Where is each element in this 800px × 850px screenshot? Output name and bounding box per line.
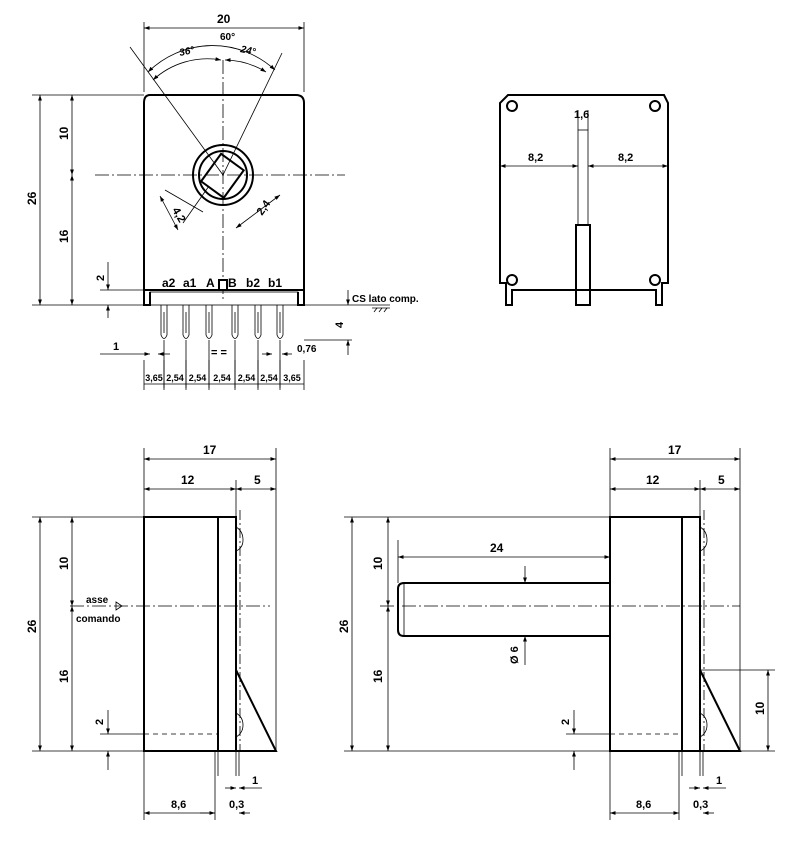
pin-label-A: A [206, 276, 215, 290]
pitch-label-1: 2,54 [166, 373, 184, 383]
dim-angle-total: 60° [220, 32, 235, 43]
left-body [143, 516, 219, 752]
dim-pin-offset: 1 [113, 341, 119, 353]
dim-right-total: 17 [668, 443, 682, 457]
dim-right-rear: 5 [718, 473, 725, 487]
axis-label-2: comando [76, 614, 120, 625]
dim-angle-right: 24° [238, 44, 257, 58]
side-view-right: 24 Ø 6 2 17 12 5 26 10 16 [337, 443, 775, 820]
pin-label-B: B [228, 276, 237, 290]
dim-left-bottom-a: 8,6 [171, 799, 186, 811]
dim-shaft: 24 [490, 541, 504, 555]
front-view: 60° 36° 24° 20 26 10 16 4,2 2,4 2 [25, 12, 419, 390]
dim-angle-left: 36° [178, 45, 196, 59]
cs-label: CS lato comp. [352, 294, 419, 305]
dim-flat: 4,2 [169, 206, 187, 225]
dim-pin-length: 4 [334, 321, 346, 328]
dim-left-total: 17 [203, 443, 217, 457]
dim-left-bottom-c: 1 [252, 775, 258, 787]
dim-left-height-top: 10 [57, 556, 71, 570]
pin-5 [276, 305, 284, 339]
dim-left-bottom-b: 0,3 [229, 799, 244, 811]
dim-left-body: 12 [181, 473, 195, 487]
pin-label-b1: b1 [268, 276, 282, 290]
dim-rear-right: 8,2 [618, 152, 633, 164]
dim-height-top: 10 [57, 126, 71, 140]
pin-label-b2: b2 [246, 276, 260, 290]
dim-right-body: 12 [646, 473, 660, 487]
dim-small: 2,4 [255, 198, 274, 218]
dim-right-pin: 2 [560, 719, 572, 725]
dim-pin-height: 2 [95, 275, 107, 281]
dim-right-height-top: 10 [371, 556, 385, 570]
dim-left-height-bottom: 16 [57, 669, 71, 683]
side-view-left: 2 asse comando 17 12 5 26 10 16 8, [25, 443, 278, 820]
front-body-outline [143, 94, 305, 291]
center-notch [218, 279, 228, 291]
axis-label-1: asse [86, 595, 109, 606]
pitch-label-6: 3,65 [283, 373, 301, 383]
dim-rear-left: 8,2 [528, 152, 543, 164]
angle-line-left [129, 46, 224, 176]
rear-slot [577, 129, 589, 226]
pin-1 [182, 305, 190, 339]
pin-2 [205, 305, 213, 339]
dim-right-height-bottom: 16 [371, 669, 385, 683]
dim-right-height-total: 26 [337, 619, 351, 633]
left-bracket [235, 669, 278, 752]
dim-left-rear: 5 [254, 473, 261, 487]
angle-arc-36 [152, 57, 222, 81]
pitch-label-5: 2,54 [260, 373, 278, 383]
dim-line-small [235, 194, 281, 229]
rear-terminal [575, 224, 591, 306]
dim-right-bottom-b: 0,3 [693, 799, 708, 811]
angle-line-right [222, 52, 283, 176]
front-shaft-outer [192, 144, 254, 206]
dim-height-total: 26 [25, 191, 39, 205]
pitch-label-0: 3,65 [145, 373, 163, 383]
dim-right-bottom-a: 8,6 [636, 799, 651, 811]
dim-equal: = = [211, 347, 227, 359]
pin-0 [160, 305, 168, 339]
dim-left-height-total: 26 [25, 619, 39, 633]
dim-line-flat [159, 195, 179, 231]
front-shaft-flat [199, 152, 246, 200]
dim-diameter: Ø 6 [509, 646, 521, 664]
dim-right-bottom-c: 1 [716, 775, 722, 787]
front-shaft-inner [198, 150, 248, 200]
pin-label-a2: a2 [162, 276, 176, 290]
right-body [609, 516, 683, 752]
dim-slot: 1,6 [574, 109, 589, 121]
dim-right-side-height: 10 [753, 701, 767, 715]
dim-width: 20 [217, 12, 231, 26]
left-rear-plate [217, 516, 237, 752]
rear-view: 1,6 8,2 8,2 [499, 94, 669, 306]
rear-body-outline [499, 94, 669, 306]
dim-left-pin: 2 [94, 719, 106, 725]
angle-arc-24 [224, 58, 267, 73]
pitch-label-3: 2,54 [213, 373, 231, 383]
right-rear-plate [681, 516, 701, 752]
dim-height-bottom: 16 [57, 229, 71, 243]
axis-marker [115, 601, 123, 611]
pitch-label-4: 2,54 [238, 373, 256, 383]
shaft [397, 582, 611, 637]
pin-3 [231, 305, 239, 339]
dim-pin-width: 0,76 [297, 344, 317, 355]
pin-4 [254, 305, 262, 339]
right-bracket [699, 669, 742, 752]
pin-label-a1: a1 [183, 276, 197, 290]
pitch-label-2: 2,54 [189, 373, 207, 383]
